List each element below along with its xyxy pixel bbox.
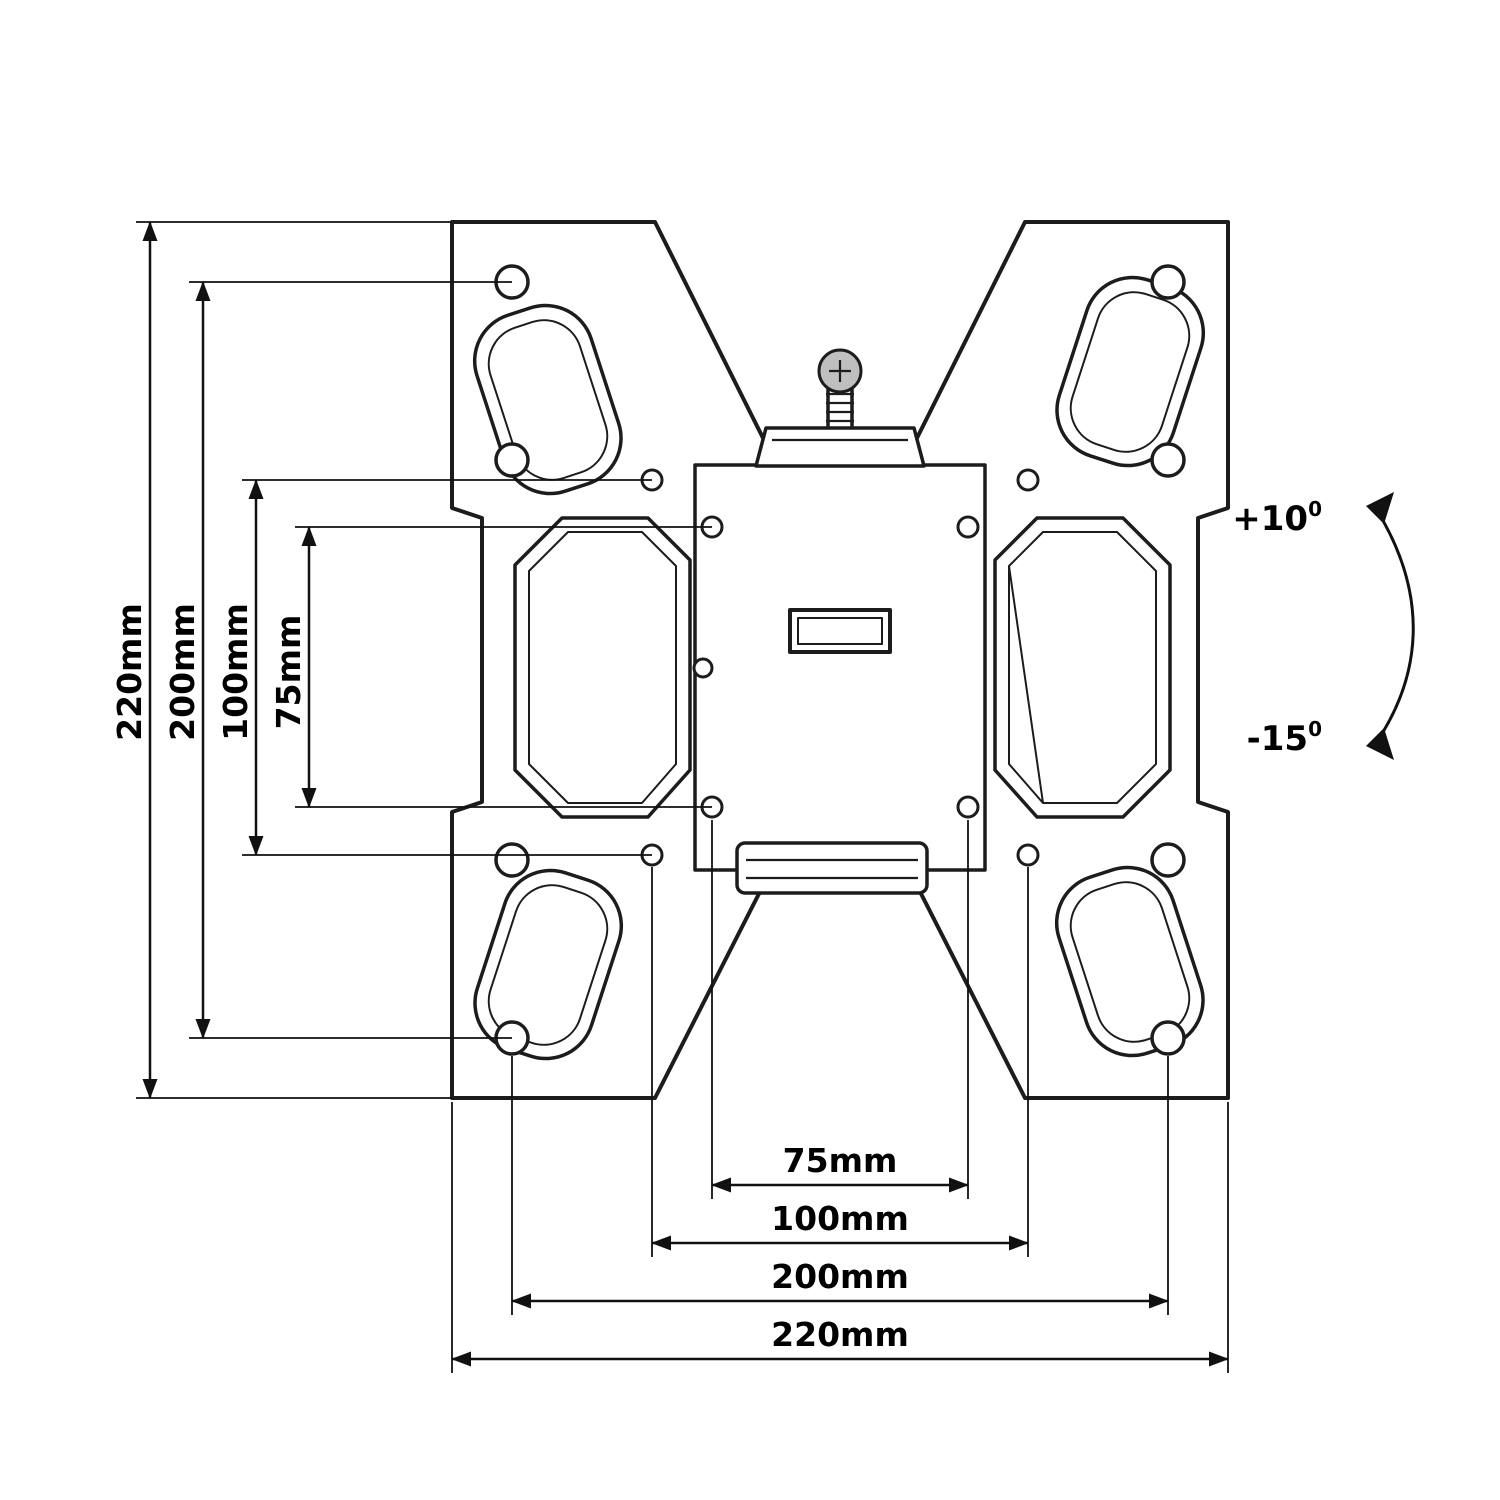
- side-opening-right: [993, 516, 1172, 819]
- dimension-annotations: 220mm 200mm 100mm 75mm 75mm 100mm 200mm: [110, 220, 1230, 1373]
- dim-label-vertical-100mm: 100mm: [216, 603, 255, 741]
- vesa-hole-100-top-right: [1016, 468, 1040, 492]
- dim-label-vertical-75mm: 75mm: [269, 615, 308, 730]
- dim-label-horizontal-220mm: 220mm: [771, 1315, 909, 1354]
- tilt-arrow-up-icon: [1366, 492, 1394, 524]
- tilt-arrow-down-icon: [1366, 728, 1394, 760]
- mounting-hole-top-left-lower: [494, 442, 530, 478]
- dim-label-vertical-200mm: 200mm: [163, 603, 202, 741]
- anchor-slot-top-left-inner: [487, 319, 609, 481]
- mounting-hole-bottom-left-upper: [494, 842, 530, 878]
- dim-label-horizontal-100mm: 100mm: [771, 1199, 909, 1238]
- dim-label-vertical-220mm: 220mm: [110, 603, 149, 741]
- top-clamp-bracket: [754, 426, 926, 468]
- mounting-hole-bottom-right-upper: [1150, 842, 1186, 878]
- side-opening-left: [513, 516, 692, 819]
- anchor-slot-top-right-inner: [1069, 291, 1191, 453]
- side-opening-right-inner: [1008, 531, 1157, 804]
- plate-window-slot: [788, 608, 892, 654]
- vesa-hole-75-bottom-right: [956, 795, 980, 819]
- tilt-up-label: +100: [1232, 497, 1322, 539]
- plate-window-slot-inner: [797, 617, 883, 645]
- tilt-down-label: -150: [1247, 717, 1322, 759]
- tilt-arc: [1376, 511, 1415, 741]
- mounting-hole-top-right-lower: [1150, 442, 1186, 478]
- dim-label-horizontal-75mm: 75mm: [783, 1141, 898, 1180]
- tilt-range-annotation: +100 -150: [1232, 492, 1415, 760]
- dim-label-horizontal-200mm: 200mm: [771, 1257, 909, 1296]
- side-opening-left-inner: [528, 531, 677, 804]
- mounting-hole-bottom-right-lower: [1150, 1020, 1186, 1056]
- vesa-hole-75-top-right: [956, 515, 980, 539]
- pivot-hole: [692, 657, 714, 679]
- vesa-hole-100-bottom-right: [1016, 843, 1040, 867]
- mounting-hole-top-right-upper: [1150, 264, 1186, 300]
- mount-plate: [450, 220, 1230, 1100]
- bottom-hook-bracket: [735, 841, 929, 895]
- vesa-adapter-plate: [693, 463, 987, 872]
